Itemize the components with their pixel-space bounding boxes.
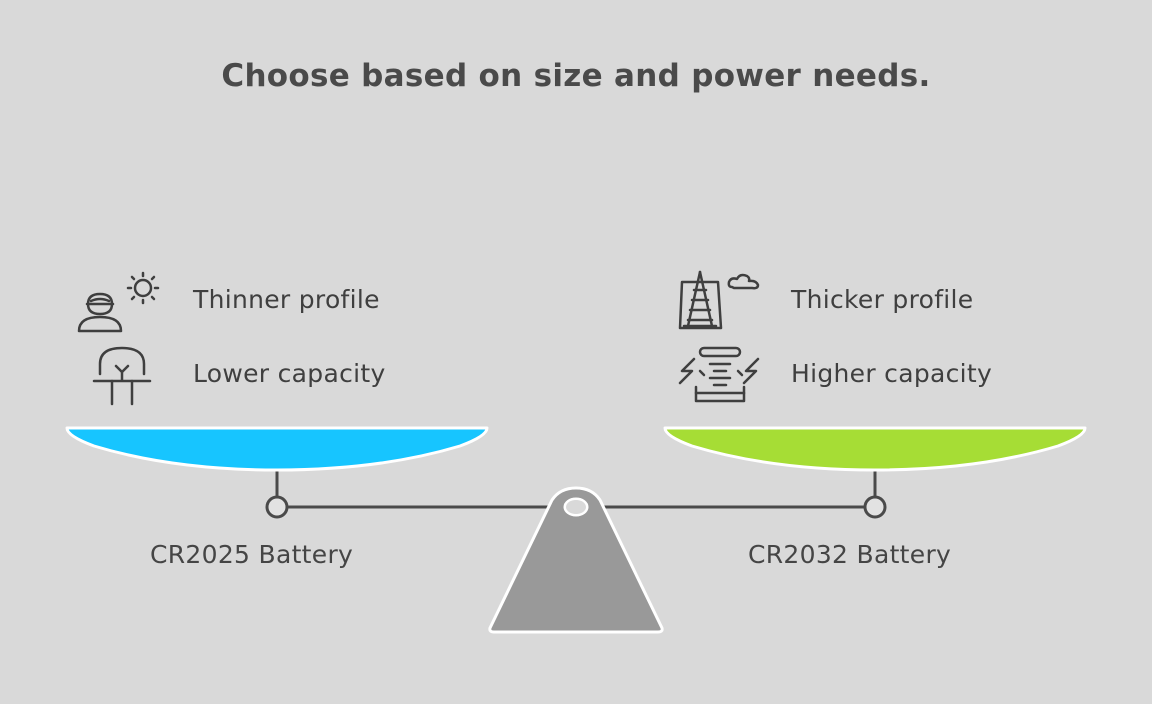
- right-pan: [663, 426, 1087, 472]
- right-feature-thicker-profile: Thicker profile: [791, 285, 974, 314]
- person-sun-icon: [77, 271, 160, 333]
- light-bulb-icon: [92, 346, 152, 406]
- left-feature-lower-capacity: Lower capacity: [193, 359, 386, 388]
- left-feature-thinner-profile: Thinner profile: [193, 285, 380, 314]
- right-pivot: [863, 495, 887, 519]
- right-battery-label: CR2032 Battery: [748, 540, 952, 569]
- left-battery-label: CR2025 Battery: [150, 540, 354, 569]
- fulcrum: [488, 486, 664, 634]
- fulcrum-hole-inner: [566, 500, 586, 514]
- left-pan: [65, 426, 489, 472]
- power-stack-icon: [678, 346, 760, 403]
- page-title: Choose based on size and power needs.: [221, 58, 931, 94]
- tower-cloud-icon: [678, 270, 760, 330]
- left-pivot: [265, 495, 289, 519]
- right-feature-higher-capacity: Higher capacity: [791, 359, 993, 388]
